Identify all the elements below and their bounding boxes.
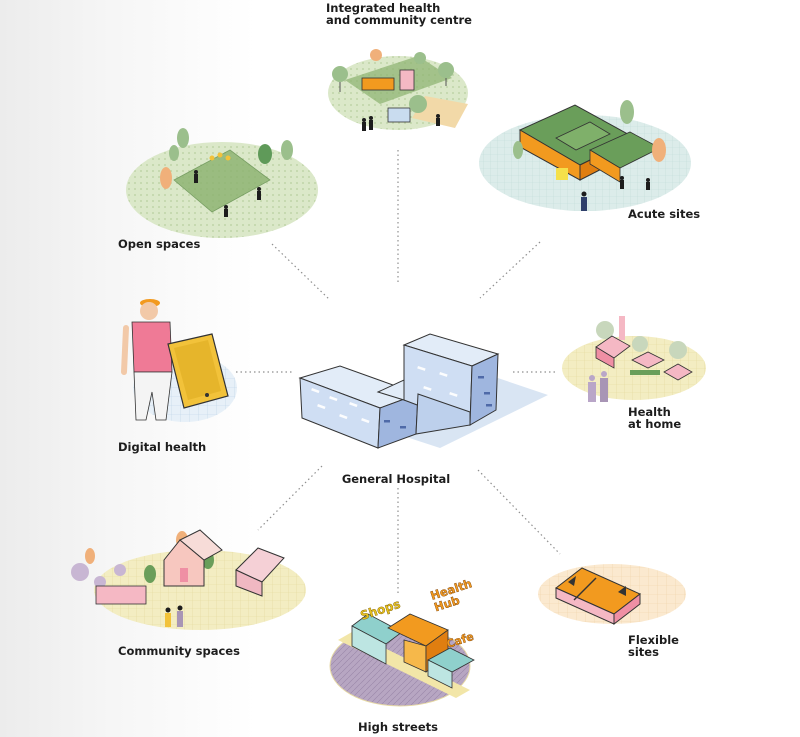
label-community: Community spaces (118, 644, 240, 658)
open-spaces-illustration (126, 128, 318, 238)
connector-open (271, 243, 331, 301)
label-open: Open spaces (118, 237, 200, 251)
digital-health-illustration (121, 299, 237, 422)
sign-shops: Shops (359, 597, 402, 623)
community-spaces-illustration (71, 529, 306, 630)
sign-health-hub: HealthHub (429, 576, 478, 614)
acute-sites-illustration (479, 100, 691, 211)
flexible-sites-illustration (538, 564, 686, 626)
health-at-home-illustration (562, 316, 706, 402)
label-digital: Digital health (118, 440, 206, 454)
connector-community (257, 465, 323, 531)
connector-lines (236, 150, 561, 596)
high-streets-illustration (329, 613, 475, 707)
integrated-centre-illustration (328, 49, 468, 131)
label-highstreets: High streets (358, 720, 438, 734)
center-label: General Hospital (342, 472, 450, 486)
general-hospital-illustration (298, 333, 548, 449)
connector-acute (479, 241, 541, 299)
connector-flexible (477, 469, 561, 555)
label-acute: Acute sites (628, 207, 700, 221)
